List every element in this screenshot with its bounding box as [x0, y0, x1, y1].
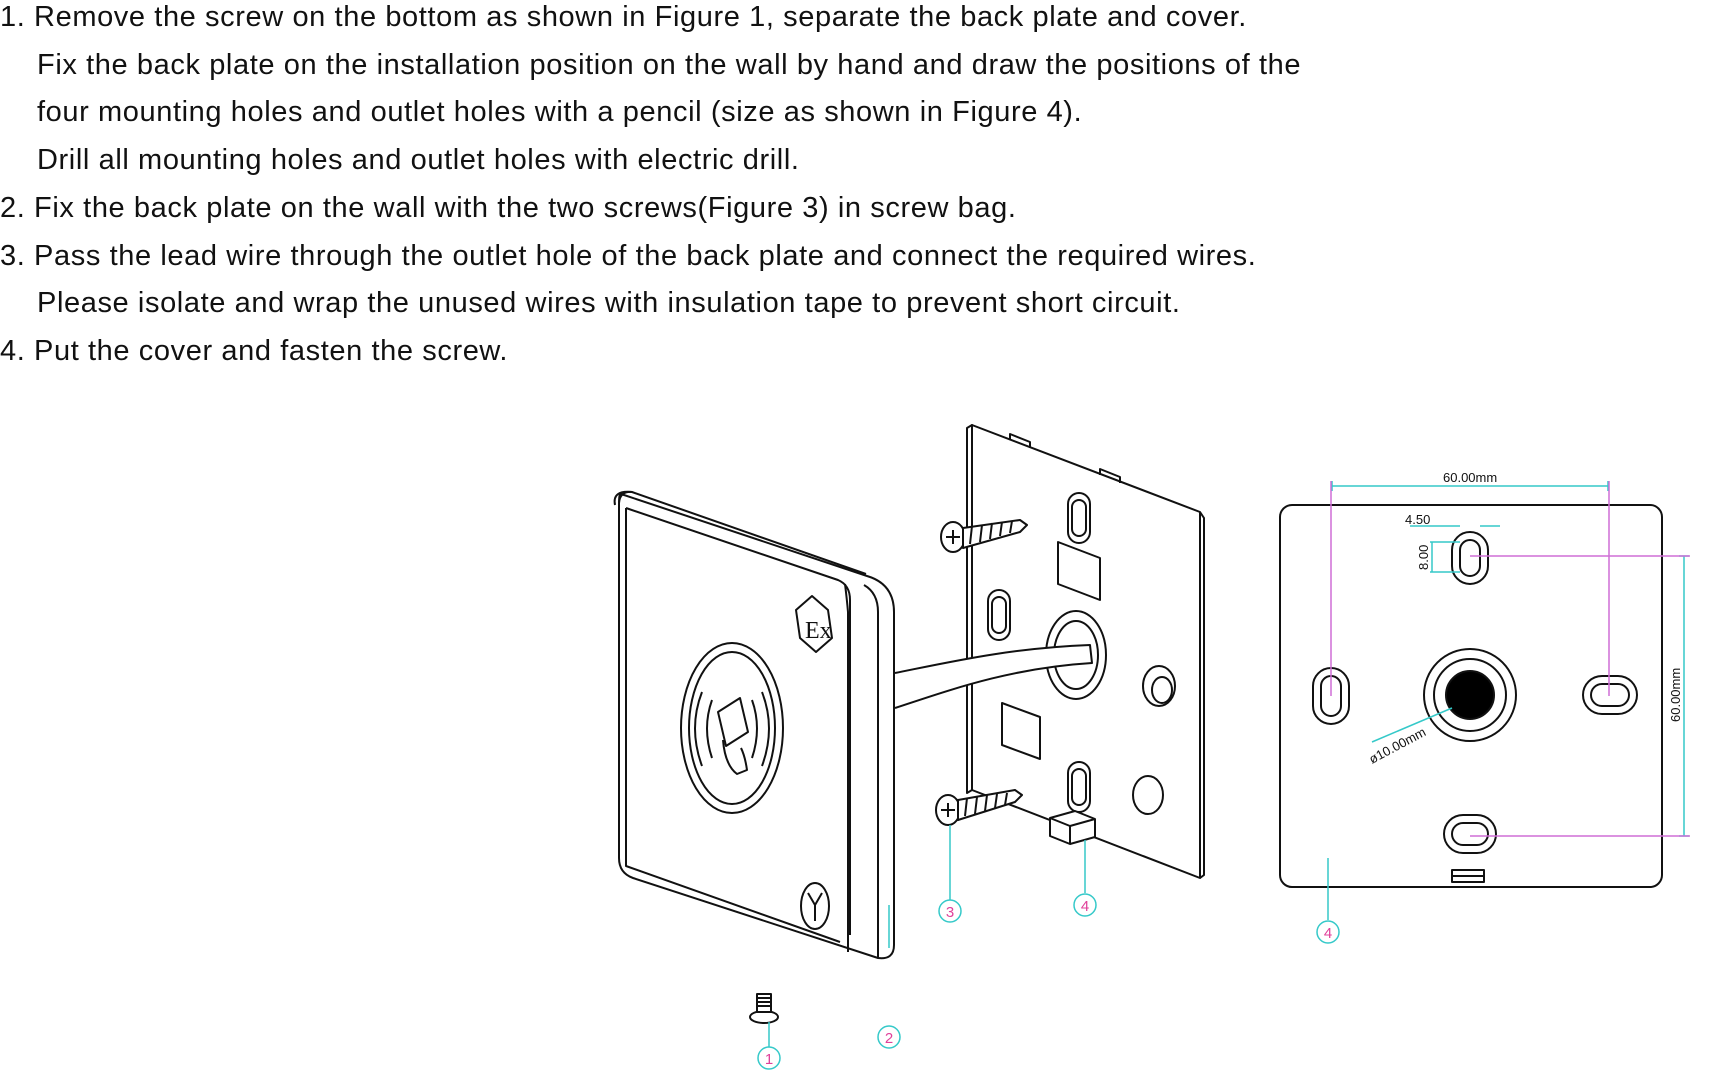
instruction-line-8: 4. Put the cover and fasten the screw.	[0, 334, 509, 367]
callout-1-label: 1	[765, 1051, 773, 1068]
cover-screw	[749, 993, 779, 1024]
instruction-line-1: 1. Remove the screw on the bottom as sho…	[0, 1, 1247, 33]
callout-4-right: 4	[1316, 920, 1340, 944]
instruction-line-7: Please isolate and wrap the unused wires…	[37, 287, 1181, 320]
dimension-width-top: 60.00mm	[1443, 470, 1497, 485]
dimension-height-right: 60.00mm	[1668, 668, 1683, 722]
instruction-line-3: four mounting holes and outlet holes wit…	[37, 96, 1083, 129]
svg-text:Ex: Ex	[805, 618, 832, 644]
callout-3-label: 3	[946, 904, 954, 921]
dimension-slot-height: 8.00	[1416, 545, 1431, 570]
reader-cover: Ex	[613, 490, 895, 960]
instruction-line-2: Fix the back plate on the installation p…	[37, 48, 1302, 81]
extension-lines	[1330, 481, 1690, 837]
instruction-line-5: 2. Fix the back plate on the wall with t…	[0, 191, 1017, 224]
dimension-slot-width: 4.50	[1405, 512, 1430, 527]
callout-2-label: 2	[885, 1030, 893, 1047]
lead-wire	[894, 644, 1093, 709]
instruction-text: 1. Remove the screw on the bottom as sho…	[0, 0, 1700, 376]
wall-screw-bottom	[935, 789, 1023, 826]
callout-4-left: 4	[1073, 893, 1097, 917]
callout-2: 2	[877, 1025, 901, 1049]
back-plate-drawing	[1279, 504, 1663, 888]
callout-4-right-label: 4	[1324, 925, 1332, 942]
callout-4-left-label: 4	[1081, 898, 1089, 915]
callout-3: 3	[938, 899, 962, 923]
instruction-line-6: 3. Pass the lead wire through the outlet…	[0, 239, 1257, 272]
wall-screw-top	[940, 519, 1028, 553]
callout-1: 1	[757, 1046, 781, 1070]
instruction-line-4: Drill all mounting holes and outlet hole…	[37, 144, 800, 177]
